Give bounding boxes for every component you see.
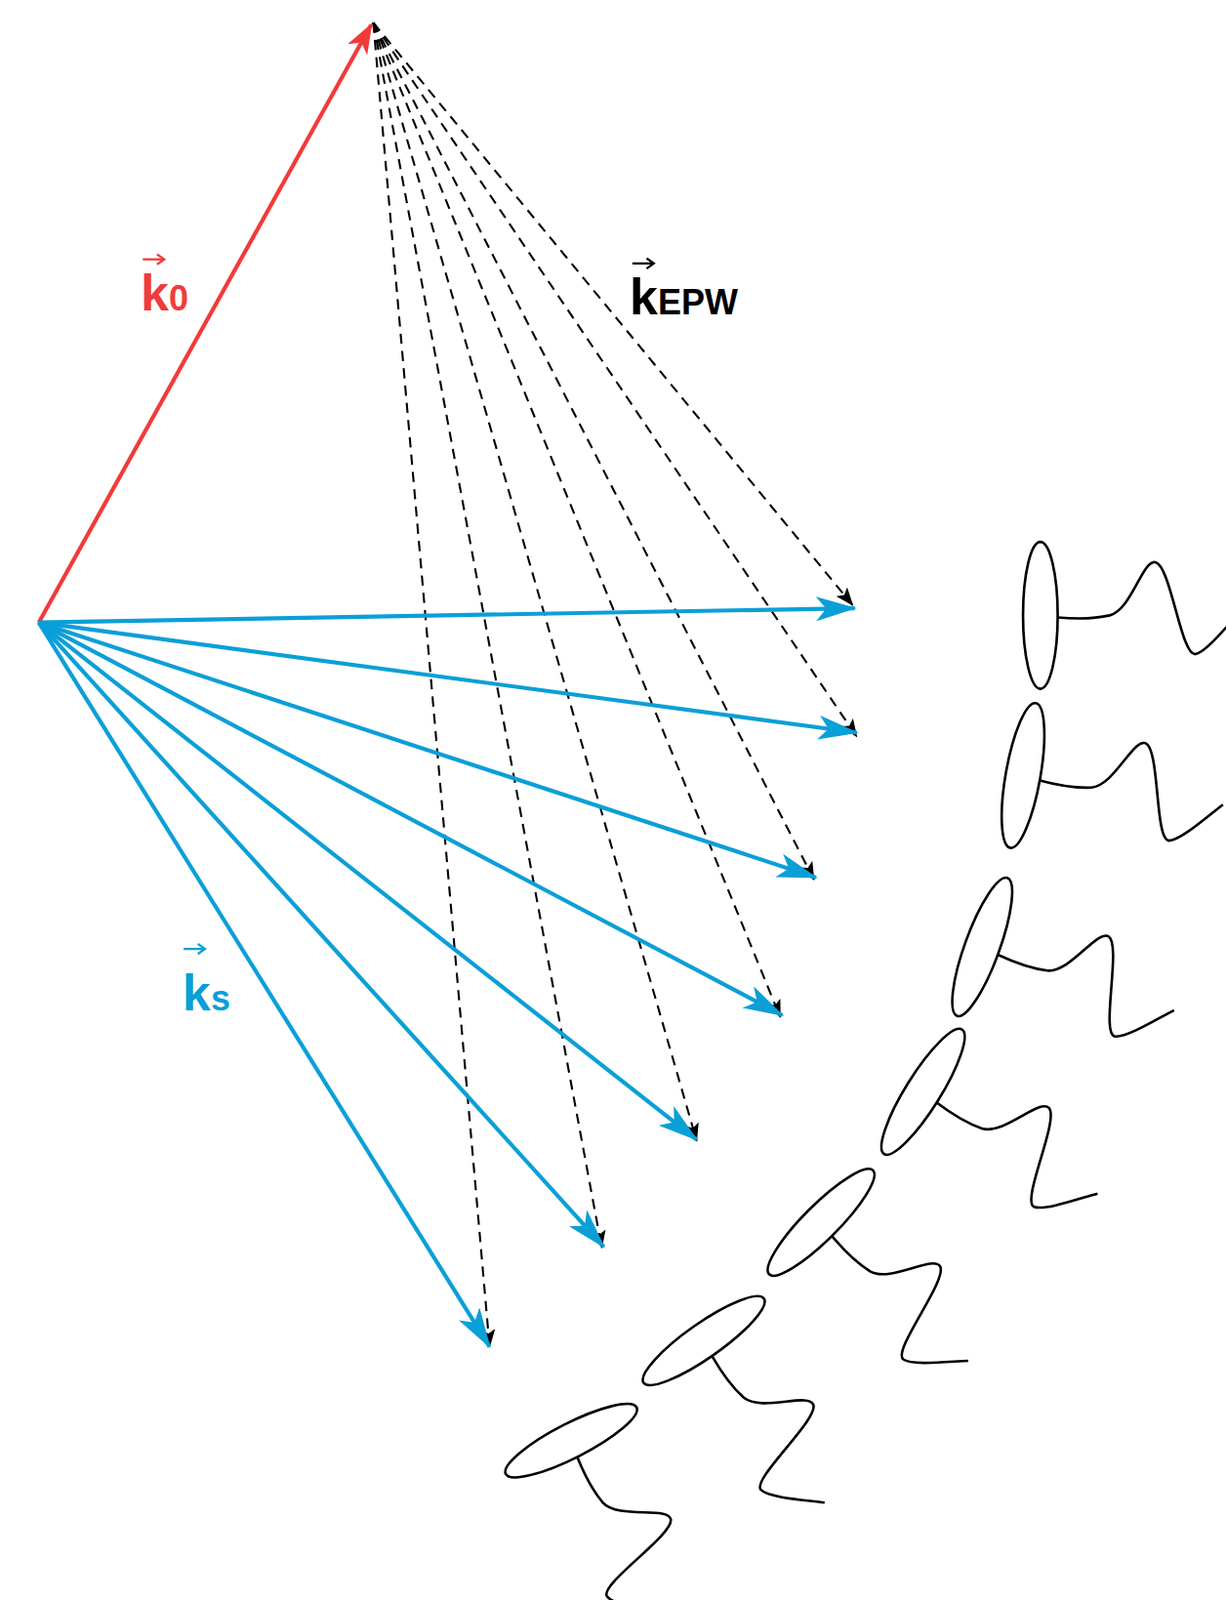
plasma-wave-symbols [497, 541, 1226, 1600]
vector-label: kEPW [629, 271, 738, 323]
epw-vectors [372, 22, 857, 1347]
vector-label: k0 [140, 267, 189, 319]
vector-label: ks [182, 967, 231, 1019]
pump-vector [39, 24, 372, 622]
vector-accents [142, 253, 654, 954]
scattered-vectors [39, 608, 858, 1348]
